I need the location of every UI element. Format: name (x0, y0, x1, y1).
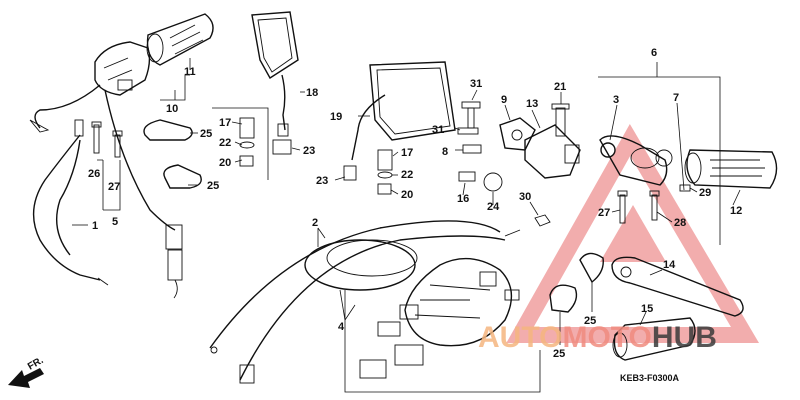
watermark-part-hub: HUB (652, 321, 717, 354)
callout-1: 1 (92, 220, 98, 232)
callout-23-right: 23 (316, 175, 328, 187)
callout-23-left: 23 (303, 145, 315, 157)
callout-25-c: 25 (584, 315, 596, 327)
callout-21: 21 (554, 81, 566, 93)
front-label: FR. (26, 355, 46, 373)
watermark-text: AUTOMOTOHUB (478, 321, 717, 354)
throttle-pipe (612, 317, 696, 361)
callout-24: 24 (487, 201, 500, 213)
brake-lever-bracket (599, 135, 673, 186)
left-mirror (251, 11, 299, 137)
lever-holder (499, 117, 536, 151)
callout-22-left: 22 (219, 137, 231, 149)
callout-28: 28 (674, 217, 686, 229)
callout-25-d: 25 (553, 348, 565, 360)
clutch-switch-cable (32, 119, 109, 286)
assembly-bracket-6 (598, 62, 721, 245)
callout-29: 29 (699, 187, 711, 199)
watermark-triangle (506, 123, 760, 343)
callout-26: 26 (88, 168, 100, 180)
watermark-part-auto: AUTO (478, 321, 562, 354)
callout-13: 13 (526, 98, 538, 110)
brake-lever (611, 256, 744, 317)
callout-27-right: 27 (598, 207, 610, 219)
callout-22-right: 22 (401, 169, 413, 181)
leader-lines (72, 58, 741, 345)
callout-18: 18 (306, 87, 318, 99)
screw-21 (551, 103, 570, 137)
wire-clamps-lower (549, 252, 604, 313)
callout-3: 3 (613, 94, 619, 106)
screws-26-27 (91, 121, 123, 158)
callout-20-right: 20 (401, 189, 413, 201)
callout-10: 10 (166, 103, 178, 115)
callout-25-a: 25 (200, 128, 212, 140)
callout-15: 15 (641, 303, 653, 315)
callout-11: 11 (184, 66, 196, 78)
wire-clamps-left (143, 119, 202, 189)
nut-30 (534, 214, 551, 227)
watermark-part-moto: MOTO (562, 321, 651, 354)
callout-16: 16 (457, 193, 469, 205)
callout-2: 2 (312, 217, 318, 229)
callout-27-left: 27 (108, 181, 120, 193)
callout-20-left: 20 (219, 157, 231, 169)
callout-14: 14 (663, 259, 676, 271)
mirror-fasteners-left (212, 107, 292, 180)
callout-7: 7 (673, 92, 679, 104)
diagram-code: KEB3-F0300A (620, 373, 680, 383)
callout-4: 4 (338, 321, 345, 333)
throttle-cables (209, 220, 521, 384)
callout-labels: 11 10 1 26 27 5 25 25 18 17 22 20 23 23 … (88, 47, 742, 360)
callout-17-right: 17 (401, 147, 413, 159)
callout-9: 9 (501, 94, 507, 106)
screws-27-28-29 (617, 184, 691, 224)
callout-30: 30 (519, 191, 531, 203)
right-grip (684, 149, 778, 189)
callout-31-top: 31 (470, 78, 482, 90)
parts-8-16-24 (458, 144, 503, 192)
callout-8: 8 (442, 146, 448, 158)
front-direction-arrow: FR. (8, 355, 46, 388)
callout-25-b: 25 (207, 180, 219, 192)
bolts-31 (457, 101, 481, 135)
callout-17-left: 17 (219, 117, 231, 129)
callout-12: 12 (730, 205, 742, 217)
right-mirror (343, 61, 456, 181)
main-wire-harness (344, 257, 541, 393)
left-handlebar-switch (29, 41, 183, 299)
left-grip (146, 13, 214, 66)
mirror-fasteners-right (377, 149, 393, 195)
switch-bracket (524, 124, 581, 179)
callout-6: 6 (651, 47, 657, 59)
callout-19: 19 (330, 111, 342, 123)
callout-31-mid: 31 (432, 124, 444, 136)
callout-5: 5 (112, 216, 118, 228)
